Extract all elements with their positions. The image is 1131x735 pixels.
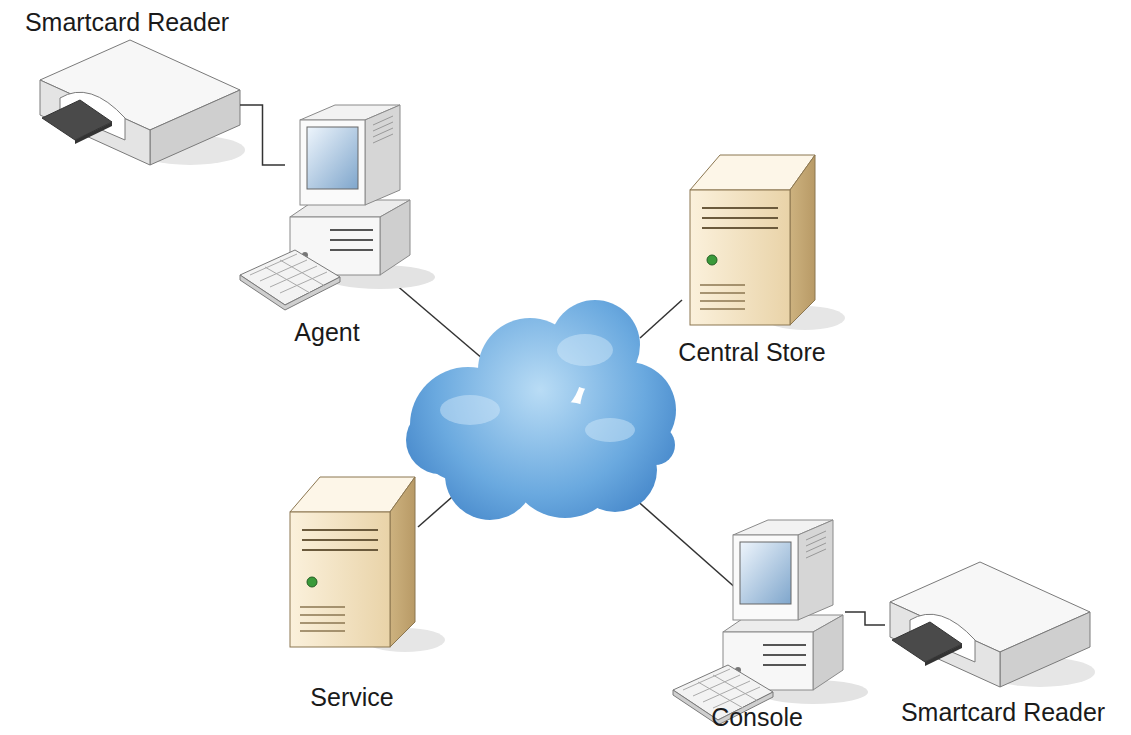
pc-icon	[240, 105, 435, 310]
cable-line	[240, 105, 285, 165]
network-link	[625, 490, 738, 590]
cable-connector	[845, 612, 885, 625]
device-node: Console	[711, 515, 845, 731]
network-cloud	[406, 300, 676, 520]
server-icon	[690, 155, 845, 330]
device-label: Smartcard Reader	[901, 698, 1105, 726]
device-label: Console	[711, 703, 803, 731]
device-node: Service	[290, 475, 415, 711]
device-node: Smartcard Reader	[885, 560, 1105, 726]
network-link	[388, 278, 490, 365]
device-label: Agent	[294, 318, 359, 346]
device-label: Central Store	[678, 338, 825, 366]
cable-connector	[240, 105, 285, 165]
server-icon	[290, 477, 445, 652]
device-label: Service	[310, 683, 393, 711]
device-node: Smartcard Reader	[25, 8, 240, 165]
network-link	[640, 300, 682, 338]
smartcard-reader-icon	[40, 40, 245, 165]
cloud-highlight	[440, 334, 635, 442]
cable-line	[845, 612, 885, 625]
device-node: Agent	[285, 100, 430, 346]
smartcard-reader-icon	[890, 562, 1095, 687]
pc-icon	[673, 520, 868, 725]
device-label: Smartcard Reader	[25, 8, 229, 36]
device-node: Central Store	[678, 155, 825, 366]
